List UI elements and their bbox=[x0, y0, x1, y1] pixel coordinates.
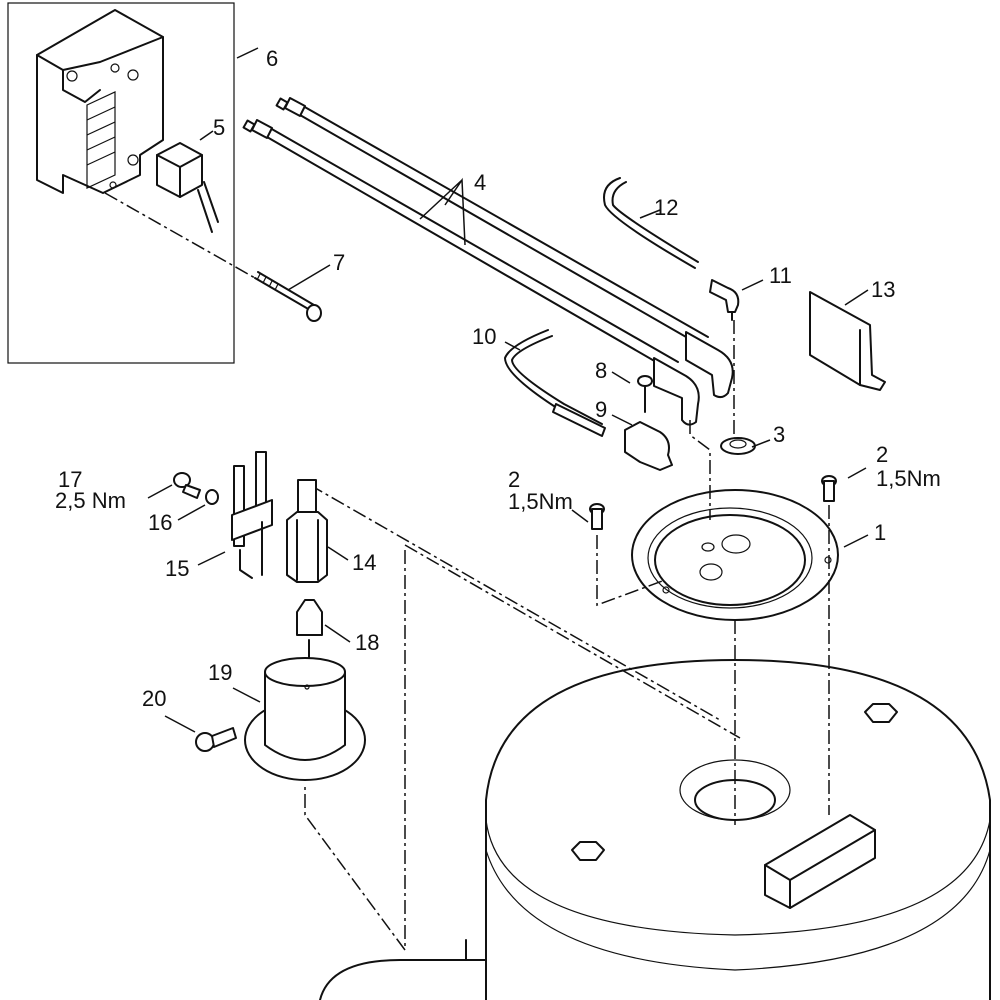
label-part-12: 12 bbox=[654, 195, 678, 220]
label-part-15: 15 bbox=[165, 556, 189, 581]
label-part-2-left: 2 bbox=[508, 467, 520, 492]
label-part-5: 5 bbox=[213, 115, 225, 140]
clip-part-3 bbox=[720, 437, 756, 455]
holder-part-9 bbox=[624, 421, 673, 471]
label-part-7: 7 bbox=[333, 250, 345, 275]
bracket-part-13 bbox=[809, 291, 886, 391]
flange-part-1 bbox=[631, 489, 839, 621]
label-part-1: 1 bbox=[874, 520, 886, 545]
relay-part-5 bbox=[156, 142, 219, 233]
label-part-3: 3 bbox=[773, 422, 785, 447]
label-part-8: 8 bbox=[595, 358, 607, 383]
label-part-9: 9 bbox=[595, 397, 607, 422]
elbow-fitting-part-11 bbox=[709, 279, 740, 321]
torque-part-2-left: 1,5Nm bbox=[508, 489, 573, 514]
nozzle-holder-part-14 bbox=[286, 479, 328, 583]
screw-part-8 bbox=[637, 375, 653, 413]
label-part-20: 20 bbox=[142, 686, 166, 711]
torque-part-2-right: 1,5Nm bbox=[876, 466, 941, 491]
label-part-11: 11 bbox=[769, 263, 792, 288]
screw-part-2-right bbox=[821, 475, 837, 502]
label-part-19: 19 bbox=[208, 660, 232, 685]
ignition-cables-part-4 bbox=[242, 97, 734, 426]
label-part-6: 6 bbox=[266, 46, 278, 71]
label-part-14: 14 bbox=[352, 550, 376, 575]
screw-part-7 bbox=[254, 271, 322, 322]
washer-part-16 bbox=[205, 489, 219, 505]
sensor-part-10 bbox=[504, 329, 606, 437]
control-unit-part-6 bbox=[36, 9, 164, 194]
leader-lines bbox=[147, 47, 869, 733]
screw-part-17 bbox=[173, 472, 201, 499]
label-part-17: 17 bbox=[58, 467, 82, 492]
label-part-16: 16 bbox=[148, 510, 172, 535]
label-part-2-right: 2 bbox=[876, 442, 888, 467]
label-part-18: 18 bbox=[355, 630, 379, 655]
torque-part-17: 2,5 Nm bbox=[55, 488, 126, 513]
label-part-4: 4 bbox=[474, 170, 486, 195]
screw-part-20 bbox=[195, 727, 237, 752]
burner-head-part-19 bbox=[244, 657, 366, 781]
boiler-tank bbox=[319, 659, 991, 1000]
electrode-part-15 bbox=[231, 451, 273, 579]
label-part-13: 13 bbox=[871, 277, 895, 302]
label-part-10: 10 bbox=[472, 324, 496, 349]
control-unit-inset bbox=[7, 2, 256, 364]
tube-part-12 bbox=[603, 177, 699, 269]
screw-part-2-left bbox=[589, 503, 605, 530]
